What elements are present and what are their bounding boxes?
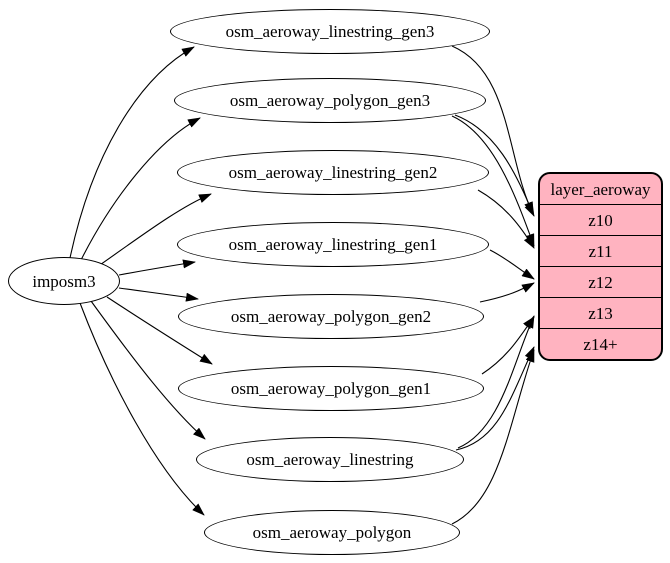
table-node-osm-aeroway-polygon-gen2: osm_aeroway_polygon_gen2 [178, 294, 484, 339]
edge-imposm3-to-osm_aeroway_linestring_gen1 [118, 259, 196, 276]
source-node-label: imposm3 [32, 271, 96, 291]
edge-imposm3-to-osm_aeroway_polygon_gen2 [118, 287, 199, 302]
table-node-label: osm_aeroway_linestring_gen1 [228, 235, 438, 254]
edge-imposm3-to-osm_aeroway_linestring_gen3 [69, 46, 195, 259]
source-node-imposm3: imposm3 [8, 257, 120, 305]
edge-imposm3-to-osm_aeroway_linestring_gen2 [96, 193, 212, 268]
table-node-osm-aeroway-linestring-gen3: osm_aeroway_linestring_gen3 [170, 9, 490, 54]
edge-osm_aeroway_linestring_gen1-to-layer_aeroway.z12 [489, 249, 535, 280]
layer-zoom-row-z12: z12 [540, 266, 661, 297]
layer-title: layer_aeroway [550, 179, 651, 199]
edge-imposm3-to-osm_aeroway_polygon_gen3 [79, 117, 201, 263]
table-node-label: osm_aeroway_linestring [246, 450, 414, 469]
layer-zoom-row-z11: z11 [540, 235, 661, 266]
table-node-label: osm_aeroway_polygon_gen1 [230, 379, 432, 398]
edge-osm_aeroway_polygon_gen2-to-layer_aeroway.z12 [479, 282, 535, 303]
table-node-label: osm_aeroway_polygon_gen3 [229, 91, 431, 110]
table-node-label: osm_aeroway_polygon_gen2 [230, 307, 432, 326]
edge-osm_aeroway_linestring_gen3-to-layer_aeroway.z10 [451, 45, 535, 217]
layer-zoom-row-z13: z13 [540, 297, 661, 328]
layer-zoom-row-z10: z10 [540, 204, 661, 235]
table-node-osm-aeroway-polygon: osm_aeroway_polygon [204, 510, 460, 555]
edge-imposm3-to-osm_aeroway_polygon [79, 302, 205, 516]
edge-imposm3-to-osm_aeroway_polygon_gen1 [106, 296, 213, 365]
table-node-osm-aeroway-linestring: osm_aeroway_linestring [196, 437, 464, 482]
edge-osm_aeroway_polygon_gen3-to-layer_aeroway.z10 [454, 114, 534, 215]
edge-osm_aeroway_linestring-to-layer_aeroway.z13 [457, 315, 535, 449]
layer-zoom-row-z14: z14+ [540, 328, 661, 359]
table-node-osm-aeroway-linestring-gen2: osm_aeroway_linestring_gen2 [177, 150, 489, 195]
table-node-label: osm_aeroway_linestring_gen3 [225, 22, 435, 41]
edge-osm_aeroway_polygon-to-layer_aeroway.z14+ [451, 349, 535, 525]
edge-osm_aeroway_linestring_gen2-to-layer_aeroway.z11 [477, 189, 535, 249]
edge-osm_aeroway_polygon_gen3-to-layer_aeroway.z11 [451, 115, 535, 247]
table-node-osm-aeroway-polygon-gen1: osm_aeroway_polygon_gen1 [178, 366, 484, 411]
edge-imposm3-to-osm_aeroway_linestring [90, 300, 206, 440]
layer-node-layer-aeroway: layer_aeroway z10 z11 z12 z13 z14+ [538, 172, 663, 361]
table-node-osm-aeroway-linestring-gen1: osm_aeroway_linestring_gen1 [177, 222, 489, 267]
table-node-osm-aeroway-polygon-gen3: osm_aeroway_polygon_gen3 [174, 78, 486, 123]
edge-osm_aeroway_linestring-to-layer_aeroway.z14+ [455, 346, 535, 451]
table-node-label: osm_aeroway_linestring_gen2 [228, 163, 438, 182]
table-node-label: osm_aeroway_polygon [252, 523, 412, 542]
